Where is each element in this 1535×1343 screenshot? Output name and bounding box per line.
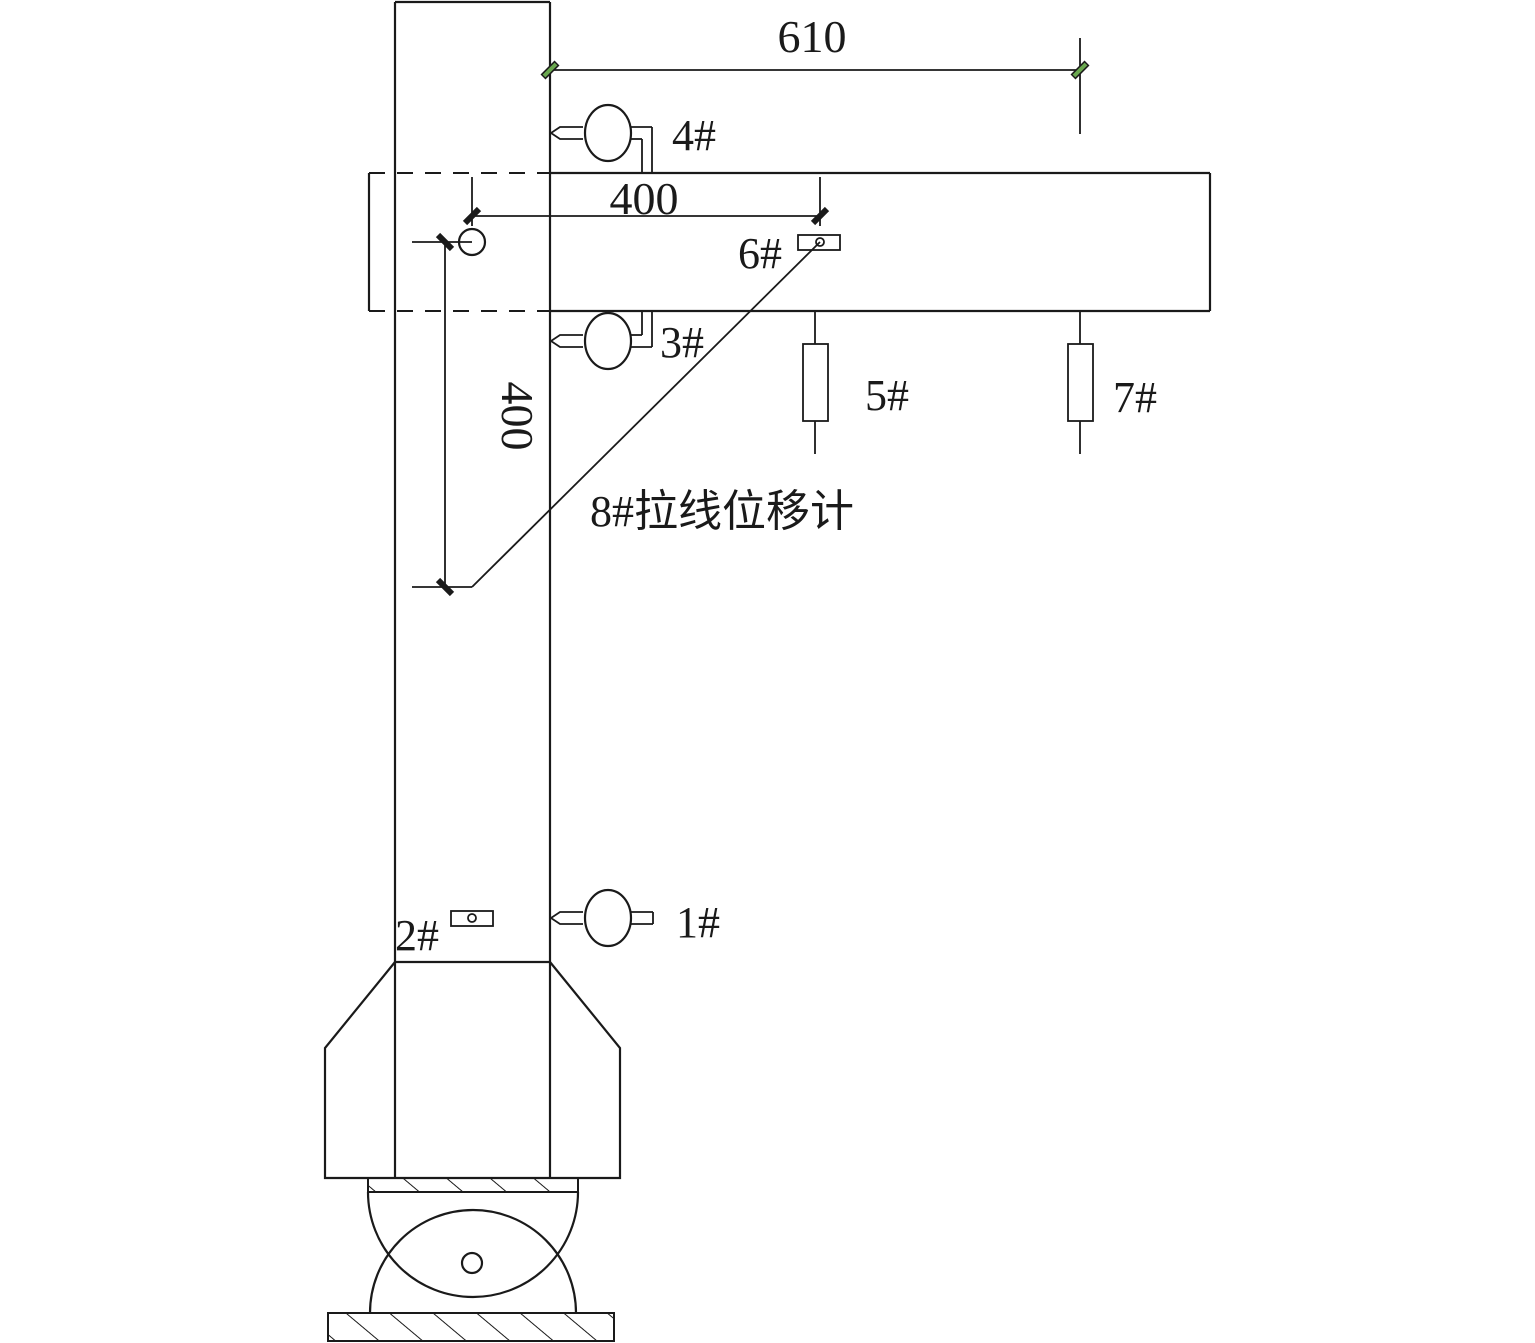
sensor-3-lvdt: 3# (549, 311, 704, 371)
sensor-label-2: 2# (395, 911, 439, 960)
sensor-label-8: 8#拉线位移计 (590, 487, 854, 536)
anchor-point (457, 227, 487, 257)
dimension-label-column-400: 400 (492, 382, 543, 451)
dimension-column-400: 400 (412, 232, 543, 597)
sensor-2-inclinometer: 2# (395, 910, 494, 960)
sensor-1-lvdt: 1# (549, 888, 720, 948)
hinge-support (327, 1191, 615, 1342)
sensor-label-3: 3# (660, 318, 704, 367)
dimension-label-610: 610 (778, 11, 847, 62)
beam (367, 171, 1212, 313)
sensor-6-inclinometer: 6# (738, 229, 841, 278)
sensor-8-string-pot: 8#拉线位移计 (471, 241, 854, 588)
dimension-label-beam-400: 400 (610, 173, 679, 224)
sensor-7-lvdt: 7# (1067, 311, 1157, 454)
sensor-4-lvdt: 4# (549, 103, 716, 173)
sensor-5-lvdt: 5# (802, 311, 909, 454)
sensor-label-5: 5# (865, 371, 909, 420)
dimension-610: 610 (540, 11, 1090, 134)
column (393, 0, 552, 1178)
sensor-label-7: 7# (1113, 373, 1157, 422)
dimension-beam-400: 400 (462, 173, 830, 226)
sensor-label-4: 4# (672, 111, 716, 160)
column-base (323, 960, 622, 1193)
sensor-label-6: 6# (738, 229, 782, 278)
sensor-label-1: 1# (676, 898, 720, 947)
